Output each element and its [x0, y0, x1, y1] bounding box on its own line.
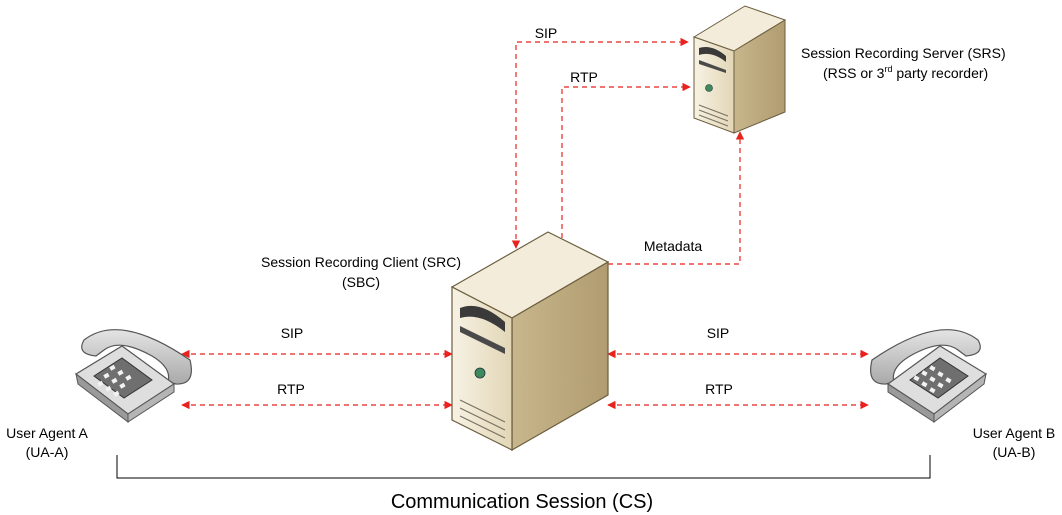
user-agent-b-phone-icon [870, 329, 988, 424]
rtp-left-label: RTP [277, 381, 305, 397]
src-subtitle: (SBC) [342, 274, 380, 290]
sip-right-label: SIP [707, 325, 730, 341]
links [181, 37, 869, 410]
srs-server-icon [692, 5, 787, 134]
rtp-right-label: RTP [705, 381, 733, 397]
ua-b-subtitle: (UA-B) [993, 444, 1036, 460]
sip-left-label: SIP [281, 325, 304, 341]
ua-a-subtitle: (UA-A) [26, 444, 69, 460]
ua-b-title: User Agent B [973, 425, 1056, 441]
communication-session-label: Communication Session (CS) [391, 491, 653, 513]
srs-title: Session Recording Server (SRS) [801, 45, 1006, 61]
srs-subtitle: (RSS or 3rd party recorder) [823, 64, 988, 81]
user-agent-a-phone-icon [74, 329, 192, 424]
communication-session-bracket [116, 455, 931, 479]
srs-subtitle-prefix: (RSS or 3 [823, 65, 885, 81]
sip-link-src-srs [511, 37, 689, 249]
src-title: Session Recording Client (SRC) [261, 254, 461, 270]
src-server-icon [450, 231, 610, 452]
labels: Session Recording Server (SRS) (RSS or 3… [6, 25, 1055, 513]
metadata-link-src-srs [608, 131, 745, 265]
rtp-link-src-srs [561, 82, 691, 238]
sip-top-label: SIP [535, 25, 558, 41]
rtp-top-label: RTP [570, 69, 598, 85]
ua-a-title: User Agent A [6, 425, 88, 441]
srs-subtitle-suffix: party recorder) [892, 65, 988, 81]
srs-subtitle-sup: rd [884, 64, 892, 74]
metadata-label: Metadata [644, 238, 703, 254]
